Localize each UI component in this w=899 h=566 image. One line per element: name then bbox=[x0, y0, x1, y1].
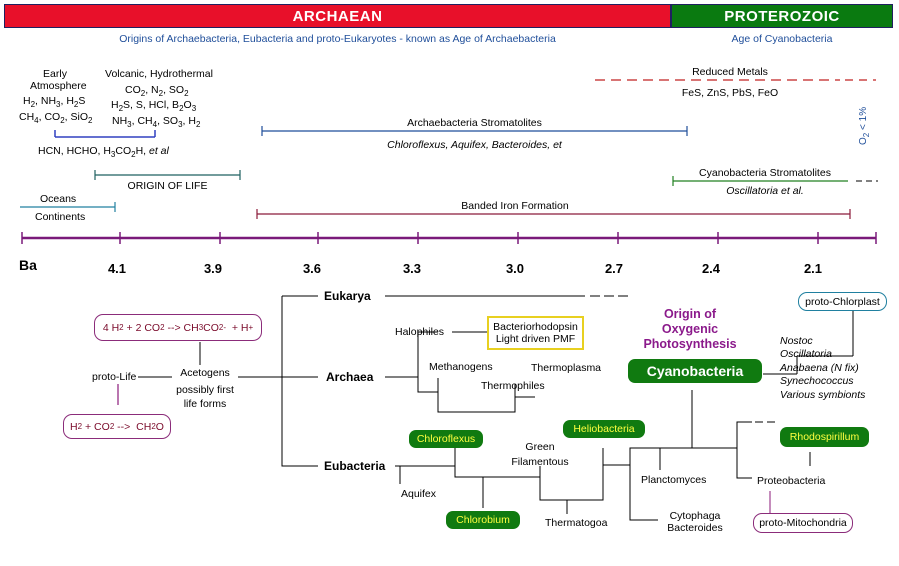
rhodospirillum-box: Rhodospirillum bbox=[780, 427, 869, 447]
green-filamentous-l2: Filamentous bbox=[511, 456, 569, 468]
tick-label: 3.3 bbox=[402, 261, 422, 276]
oxygen-level: O2 < 1% bbox=[858, 106, 871, 145]
reduced-metals-list: FeS, ZnS, PbS, FeO bbox=[681, 87, 779, 99]
cyano-species-2: Oscillatoria bbox=[780, 348, 832, 360]
cyanobacteria-stromatolites-species: Oscillatoria et al. bbox=[726, 185, 804, 197]
methanogens: Methanogens bbox=[429, 361, 493, 373]
bacteriorhodopsin-l2: Light driven PMF bbox=[495, 333, 576, 345]
archaebacteria-stromatolites-label: Archaebacteria Stromatolites bbox=[407, 117, 542, 129]
tick-label: 4.1 bbox=[107, 261, 127, 276]
cytophaga-l1: Cytophaga bbox=[669, 510, 721, 522]
proterozoic-label: PROTEROZOIC bbox=[724, 7, 840, 25]
reduced-metals-label: Reduced Metals bbox=[692, 66, 768, 78]
proterozoic-subtitle: Age of Cyanobacteria bbox=[731, 33, 833, 45]
archaean-banner: ARCHAEAN bbox=[4, 4, 671, 28]
proteobacteria: Proteobacteria bbox=[757, 475, 826, 487]
continents: Continents bbox=[35, 211, 86, 223]
volcanic-gases-1: CO2, N2, SO2 bbox=[125, 84, 189, 99]
cyano-species-5: Various symbionts bbox=[780, 389, 866, 401]
early-atmosphere-gases-2: CH4, CO2, SiO2 bbox=[19, 111, 93, 126]
archaean-subtitle: Origins of Archaebacteria, Eubacteria an… bbox=[119, 33, 556, 45]
bacteriorhodopsin-box: Bacteriorhodopsin Light driven PMF bbox=[487, 316, 584, 350]
proto-chloroplast-box: proto-Chlorplast bbox=[798, 292, 887, 311]
oxygenic-l3: Photosynthesis bbox=[643, 337, 737, 351]
acetogens-l1: Acetogens bbox=[180, 367, 230, 379]
heliobacteria-box: Heliobacteria bbox=[563, 420, 645, 438]
domain-eukarya: Eukarya bbox=[324, 289, 371, 303]
halophiles: Halophiles bbox=[395, 326, 445, 338]
proterozoic-banner: PROTEROZOIC bbox=[671, 4, 893, 28]
volcanic-title: Volcanic, Hydrothermal bbox=[105, 68, 213, 80]
cyano-species-4: Synechococcus bbox=[780, 375, 854, 387]
banded-iron-formation: Banded Iron Formation bbox=[461, 200, 569, 212]
proto-mitochondria-box: proto-Mitochondria bbox=[753, 513, 853, 533]
cyanobacteria-stromatolites-label: Cyanobacteria Stromatolites bbox=[699, 167, 831, 179]
oxygenic-l2: Oxygenic bbox=[661, 322, 719, 336]
tick-label: 2.7 bbox=[604, 261, 624, 276]
oxygenic-l1: Origin of bbox=[663, 307, 717, 321]
domain-archaea: Archaea bbox=[326, 370, 374, 384]
thermophiles: Thermophiles bbox=[481, 380, 545, 392]
early-atmosphere-gases-1: H2, NH3, H2S bbox=[23, 95, 86, 110]
tick-label: 2.1 bbox=[803, 261, 823, 276]
acetogens-l3: life forms bbox=[183, 398, 227, 410]
archaebacteria-stromatolites-species: Chloroflexus, Aquifex, Bacteroides, et bbox=[387, 139, 562, 151]
cyanobacteria-box: Cyanobacteria bbox=[628, 359, 762, 383]
tick-label: 3.6 bbox=[302, 261, 322, 276]
bacteriorhodopsin-l1: Bacteriorhodopsin bbox=[493, 321, 578, 333]
thermatogoa: Thermatogoa bbox=[545, 517, 608, 529]
tick-label: 3.0 bbox=[505, 261, 525, 276]
acetogens-l2: possibly first bbox=[176, 384, 234, 396]
volcanic-gases-3: NH3, CH4, SO3, H2 bbox=[112, 115, 201, 130]
thermoplasma: Thermoplasma bbox=[531, 362, 602, 374]
volcanic-gases-2: H2S, S, HCl, B2O3 bbox=[111, 99, 197, 114]
tick-label: 3.9 bbox=[203, 261, 223, 276]
proto-life: proto-Life bbox=[92, 371, 137, 383]
aquifex: Aquifex bbox=[401, 488, 437, 500]
origin-of-life: ORIGIN OF LIFE bbox=[127, 180, 208, 192]
timeline-unit: Ba bbox=[19, 257, 37, 273]
cytophaga-l2: Bacteroides bbox=[667, 522, 723, 534]
chlorobium-box: Chlorobium bbox=[446, 511, 520, 529]
cyano-species-1: Nostoc bbox=[780, 335, 813, 347]
early-atmosphere-label: Early Atmosphere bbox=[30, 68, 87, 92]
planctomyces: Planctomyces bbox=[641, 474, 707, 486]
archaean-label: ARCHAEAN bbox=[292, 7, 383, 25]
cyano-species-3: Anabaena (N fix) bbox=[780, 362, 859, 374]
oceans: Oceans bbox=[40, 193, 77, 205]
organics: HCN, HCHO, H3CO2H, et al bbox=[38, 145, 169, 160]
chloroflexus-box: Chloroflexus bbox=[409, 430, 483, 448]
green-filamentous-l1: Green bbox=[525, 441, 555, 453]
tick-label: 2.4 bbox=[701, 261, 721, 276]
domain-eubacteria: Eubacteria bbox=[324, 459, 386, 473]
